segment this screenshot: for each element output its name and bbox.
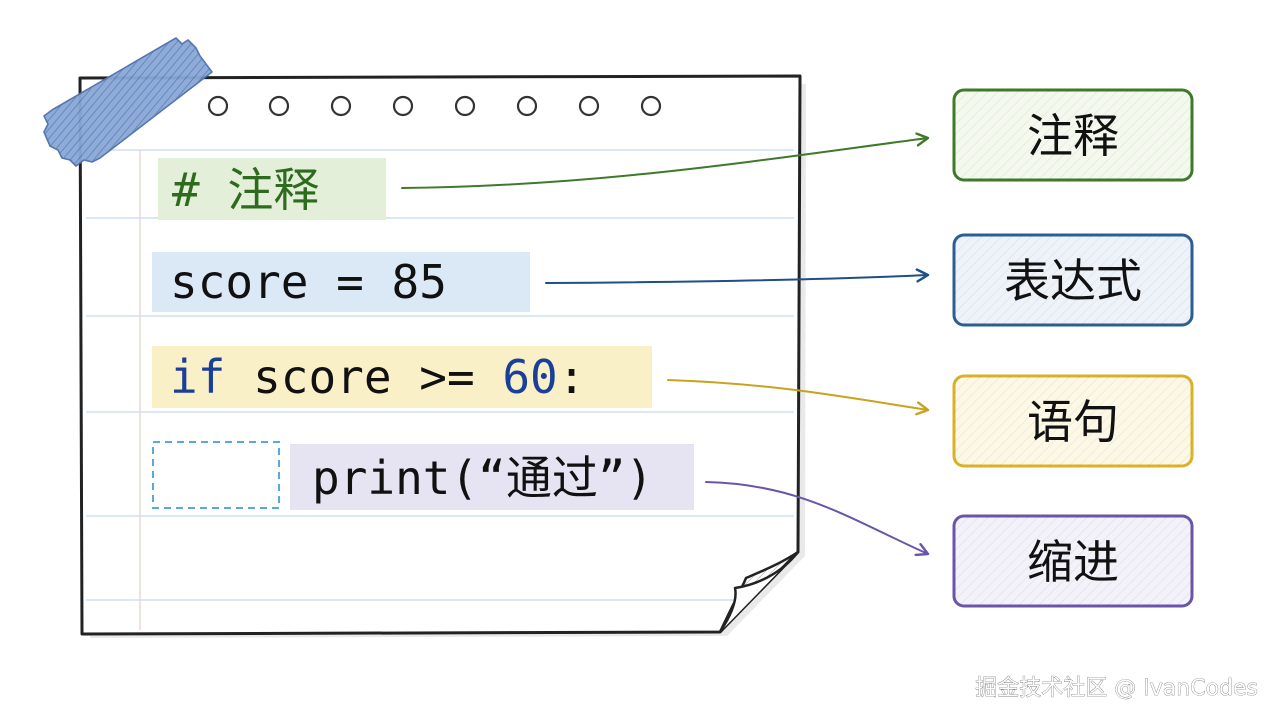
indent-placeholder-box (152, 441, 280, 509)
label-indent-text: 缩进 (1027, 535, 1119, 589)
arrow-indent (705, 481, 928, 554)
code-token: : (558, 350, 586, 404)
arrow-expression (545, 275, 928, 284)
statement-text: if score >= 60: (170, 350, 585, 404)
label-indent: 缩进 (952, 514, 1194, 608)
number-literal: 60 (502, 350, 557, 404)
label-statement: 语句 (952, 374, 1194, 468)
code-token: score = 85 (170, 255, 447, 309)
expression-text: score = 85 (170, 255, 447, 309)
indent-code-highlight (290, 444, 694, 510)
page-curl (718, 550, 800, 634)
arrow-statement (667, 379, 928, 410)
annotation-arrows (401, 138, 928, 554)
expression-highlight (152, 252, 530, 312)
arrow-comment (401, 138, 928, 189)
code-line-statement: if score >= 60: (152, 346, 652, 408)
code-line-indent: print(“通过”) (152, 441, 694, 510)
statement-highlight (152, 346, 652, 408)
code-token: print(“通过”) (312, 451, 653, 505)
notebook-page (43, 37, 806, 638)
code-token: # 注释 (172, 163, 319, 217)
tape (43, 37, 213, 167)
label-statement-text: 语句 (1027, 395, 1119, 449)
binder-holes (207, 95, 662, 117)
label-expression: 表达式 (952, 233, 1194, 327)
code-token: score >= (225, 350, 502, 404)
watermark: 掘金技术社区 @ IvanCodes (975, 676, 1258, 701)
code-line-comment: # 注释 (158, 158, 386, 220)
label-comment-text: 注释 (1027, 109, 1119, 163)
code-line-expression: score = 85 (152, 252, 530, 312)
label-comment: 注释 (952, 88, 1194, 182)
comment-text: # 注释 (172, 163, 319, 217)
label-expression-text: 表达式 (1004, 254, 1142, 308)
comment-highlight (158, 158, 386, 220)
indent-code-text: print(“通过”) (312, 451, 653, 505)
keyword-if: if (170, 350, 225, 404)
